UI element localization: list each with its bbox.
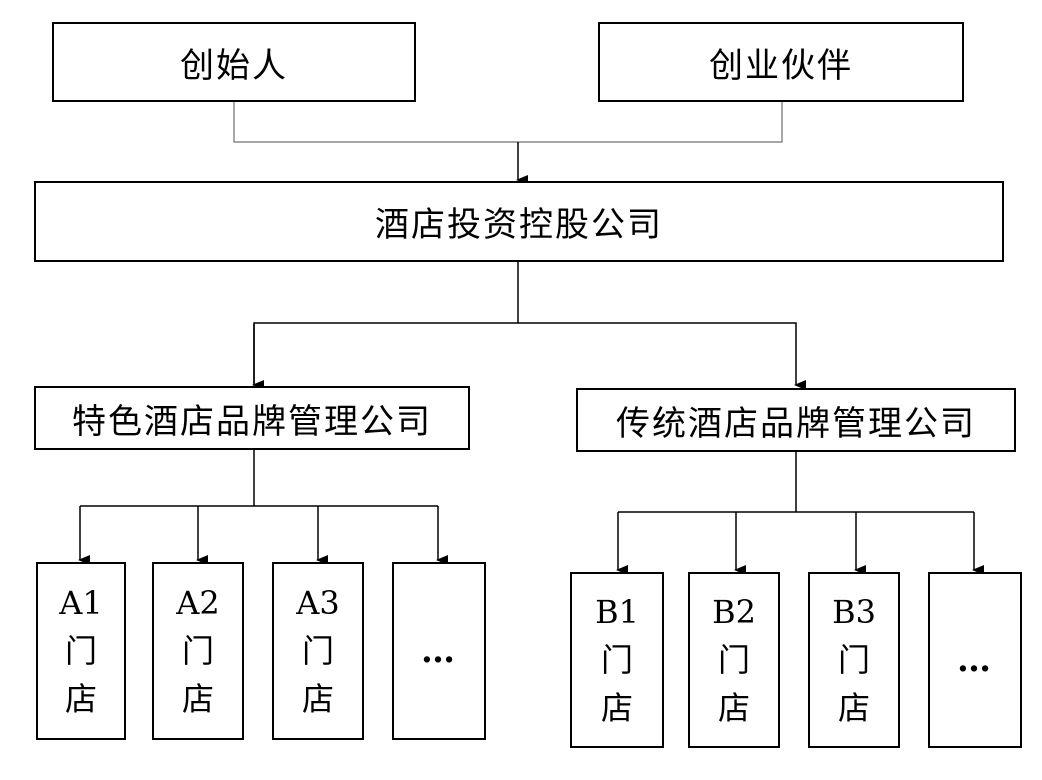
- store-b3-label: 门: [837, 641, 870, 679]
- store-a3-box: A3 门 店: [272, 562, 364, 740]
- feature-brand-box: 特色酒店品牌管理公司: [34, 386, 470, 450]
- partner-box: 创业伙伴: [598, 22, 964, 102]
- store-a2-code: A2: [176, 584, 220, 622]
- store-b1-suffix: 店: [600, 689, 633, 727]
- store-b1-code: B1: [595, 593, 639, 631]
- store-b2-suffix: 店: [717, 689, 750, 727]
- store-a2-suffix: 店: [181, 680, 214, 718]
- store-a1-label: 门: [64, 632, 97, 670]
- store-a-more-label: …: [421, 631, 457, 671]
- store-b-more-box: …: [928, 572, 1022, 748]
- store-a3-label: 门: [301, 632, 334, 670]
- store-a1-suffix: 店: [64, 680, 97, 718]
- store-a1-code: A1: [59, 584, 103, 622]
- store-a2-label: 门: [181, 632, 214, 670]
- connector-brands-bar: [253, 322, 806, 390]
- store-a-more-box: …: [392, 562, 486, 740]
- store-b1-label: 门: [600, 641, 633, 679]
- traditional-brand-label: 传统酒店品牌管理公司: [616, 403, 976, 444]
- store-b3-code: B3: [832, 593, 876, 631]
- store-b1-box: B1 门 店: [570, 572, 664, 748]
- store-a1-box: A1 门 店: [36, 562, 126, 740]
- store-b3-suffix: 店: [837, 689, 870, 727]
- founder-box: 创始人: [52, 22, 416, 102]
- connector-founders-holding: [233, 102, 783, 143]
- store-b-more-label: …: [957, 640, 993, 680]
- store-b2-code: B2: [712, 593, 756, 631]
- store-b2-box: B2 门 店: [688, 572, 780, 748]
- feature-brand-label: 特色酒店品牌管理公司: [72, 401, 432, 442]
- traditional-brand-box: 传统酒店品牌管理公司: [576, 388, 1016, 452]
- store-a3-code: A3: [296, 584, 340, 622]
- store-a3-suffix: 店: [301, 680, 334, 718]
- holding-company-label: 酒店投资控股公司: [375, 205, 663, 245]
- founder-label: 创始人: [180, 45, 288, 86]
- partner-label: 创业伙伴: [709, 45, 853, 86]
- store-b3-box: B3 门 店: [808, 572, 900, 748]
- holding-company-box: 酒店投资控股公司: [34, 181, 1004, 262]
- store-a2-box: A2 门 店: [152, 562, 244, 740]
- store-b2-label: 门: [717, 641, 750, 679]
